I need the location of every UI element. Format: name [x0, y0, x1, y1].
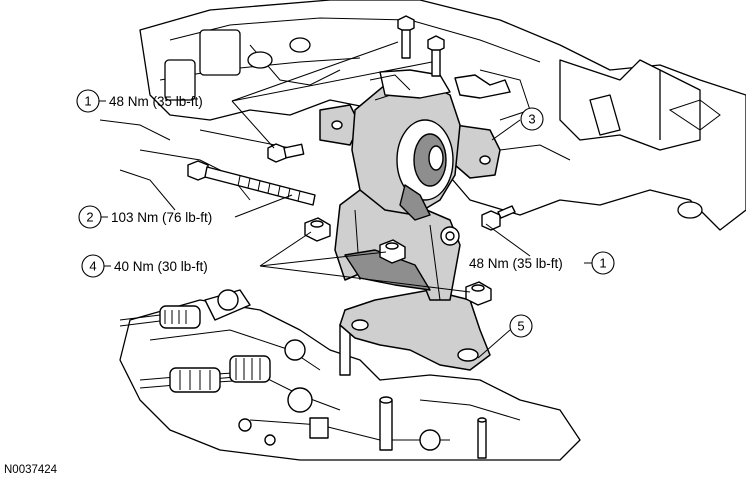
- bolt-left: [267, 143, 305, 163]
- bolt-top-2: [427, 35, 445, 77]
- callout-number: 2: [86, 210, 93, 225]
- callout-1-left: 1 48 Nm (35 lb-ft): [76, 89, 203, 113]
- torque-label: 48 Nm (35 lb-ft): [469, 256, 563, 271]
- callout-number: 1: [599, 256, 606, 271]
- callout-number: 5: [517, 319, 524, 334]
- torque-label: 48 Nm (35 lb-ft): [109, 94, 203, 109]
- callout-number: 4: [89, 259, 96, 274]
- bolt-top-1: [397, 15, 415, 59]
- callout-4: 4 40 Nm (30 lb-ft): [81, 254, 208, 278]
- transmission-case: [119, 289, 581, 461]
- callout-2: 2 103 Nm (76 lb-ft): [78, 205, 212, 229]
- callout-number: 1: [84, 94, 91, 109]
- nut-1: [304, 217, 331, 242]
- callout-number: 3: [528, 112, 535, 127]
- nut-3: [465, 281, 492, 306]
- callout-5: 5: [509, 314, 533, 338]
- callout-3: 3: [520, 107, 544, 131]
- callout-1-right: 48 Nm (35 lb-ft) 1: [469, 251, 615, 275]
- bolt-right: [481, 205, 516, 231]
- torque-label: 40 Nm (30 lb-ft): [114, 259, 208, 274]
- nut-2: [379, 239, 406, 264]
- transmission-mount: [319, 69, 511, 221]
- leader-lines: [231, 41, 531, 359]
- torque-label: 103 Nm (76 lb-ft): [111, 210, 212, 225]
- mount-bracket: [304, 189, 492, 371]
- figure-id: N0037424: [4, 464, 58, 476]
- bolt-long: [187, 160, 316, 206]
